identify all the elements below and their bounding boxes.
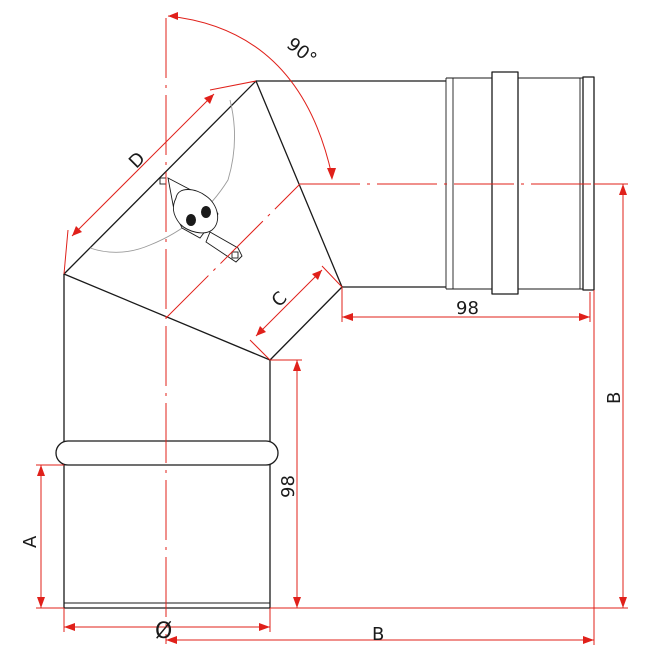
diagonal-centerline <box>165 183 301 319</box>
label-b-horizontal: B <box>372 624 384 645</box>
label-98-horizontal: 98 <box>456 298 479 319</box>
label-98-vertical: 98 <box>278 475 299 498</box>
bead-ring <box>55 440 279 466</box>
angle-dimension <box>167 12 336 180</box>
dimension-98-vertical <box>270 359 302 608</box>
dimension-c <box>249 265 343 361</box>
dimension-b-vertical <box>270 183 628 609</box>
damper-handle-icon <box>159 177 243 263</box>
label-b-vertical: B <box>604 392 625 404</box>
dimension-d <box>63 80 257 275</box>
angle-label: 90° <box>282 34 320 70</box>
label-d: D <box>125 148 150 173</box>
label-c: C <box>268 288 292 312</box>
clamp-band <box>491 71 519 295</box>
label-a: A <box>20 535 41 548</box>
dimension-diameter <box>63 608 271 632</box>
dimension-a <box>36 464 64 609</box>
dimension-b-horizontal <box>166 290 595 645</box>
centerlines <box>165 18 625 644</box>
label-diameter: Ø <box>155 619 172 644</box>
dimension-98-horizontal <box>341 287 591 322</box>
horizontal-pipe-segment <box>256 80 446 288</box>
